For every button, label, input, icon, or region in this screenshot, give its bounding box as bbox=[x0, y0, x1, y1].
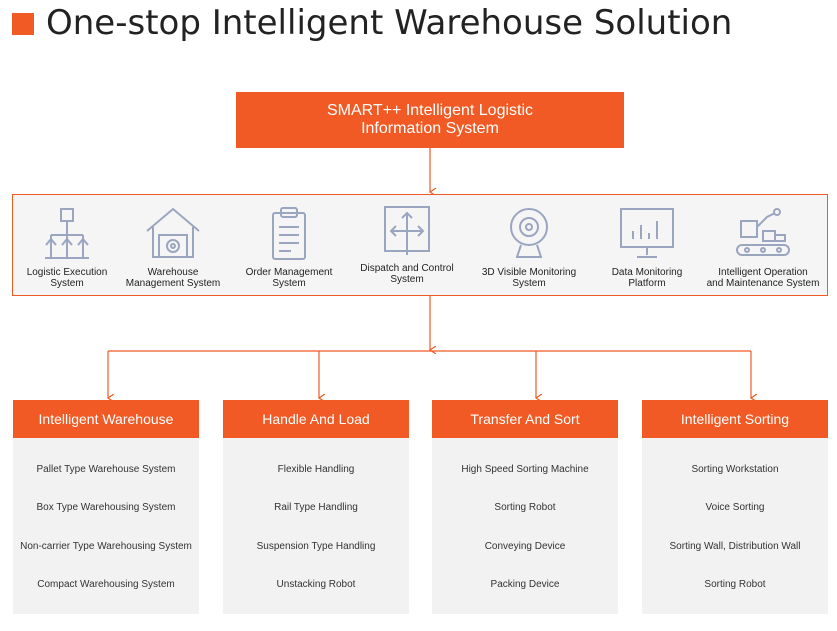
clipboard-icon bbox=[272, 207, 306, 260]
category-item: Conveying Device bbox=[484, 541, 566, 552]
info-system-title-line1: SMART++ Intelligent Logistic bbox=[326, 102, 534, 119]
category-item: Sorting Workstation bbox=[691, 464, 779, 475]
category-item: Compact Warehousing System bbox=[37, 579, 175, 590]
info-system-title-line2: Information System bbox=[361, 120, 499, 137]
robot-maintenance-icon bbox=[736, 208, 790, 256]
category-transfer-and-sort: Transfer And Sort High Speed Sorting Mac… bbox=[432, 400, 618, 614]
category-intelligent-sorting: Intelligent Sorting Sorting Workstation … bbox=[642, 400, 828, 614]
title-square-marker bbox=[12, 13, 34, 35]
category-item: Sorting Robot bbox=[704, 579, 766, 590]
camera-icon bbox=[510, 208, 548, 258]
category-item: Unstacking Robot bbox=[276, 579, 356, 590]
logistic-execution-icon bbox=[45, 208, 89, 259]
category-intelligent-warehouse: Intelligent Warehouse Pallet Type Wareho… bbox=[13, 400, 199, 614]
category-item: Box Type Warehousing System bbox=[36, 502, 176, 513]
category-title: Handle And Load bbox=[223, 400, 409, 438]
category-handle-and-load: Handle And Load Flexible Handling Rail T… bbox=[223, 400, 409, 614]
category-item: Non-carrier Type Warehousing System bbox=[20, 541, 192, 552]
category-item: Suspension Type Handling bbox=[256, 541, 376, 552]
category-item: Flexible Handling bbox=[277, 464, 355, 475]
category-item: Sorting Robot bbox=[494, 502, 556, 513]
category-item: Sorting Wall, Distribution Wall bbox=[669, 541, 801, 552]
category-item: Pallet Type Warehouse System bbox=[36, 464, 176, 475]
category-title: Intelligent Sorting bbox=[642, 400, 828, 438]
category-title: Intelligent Warehouse bbox=[13, 400, 199, 438]
monitor-chart-icon bbox=[620, 208, 674, 258]
category-item: Rail Type Handling bbox=[274, 502, 358, 513]
warehouse-icon bbox=[146, 207, 200, 258]
page-title: One-stop Intelligent Warehouse Solution bbox=[46, 3, 733, 43]
category-item: High Speed Sorting Machine bbox=[461, 464, 589, 475]
category-item: Voice Sorting bbox=[705, 502, 765, 513]
category-item: Packing Device bbox=[490, 579, 560, 590]
info-system-box: SMART++ Intelligent Logistic Information… bbox=[236, 92, 624, 148]
category-title: Transfer And Sort bbox=[432, 400, 618, 438]
dispatch-arrows-icon bbox=[384, 206, 430, 255]
